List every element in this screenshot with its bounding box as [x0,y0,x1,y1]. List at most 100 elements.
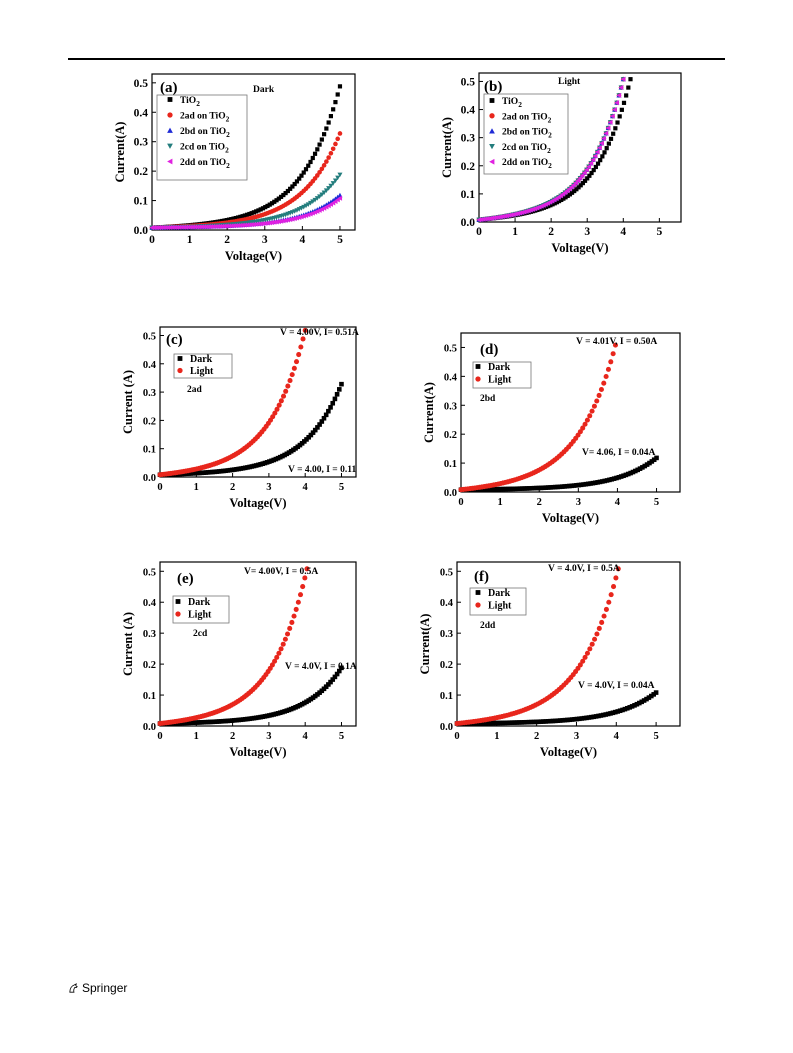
data-point [613,126,618,131]
y-tick-label: 0.4 [143,598,157,609]
data-point [620,76,626,82]
data-point [604,478,610,483]
data-point [285,188,290,194]
data-point [490,720,496,726]
data-point [201,224,207,230]
data-point [278,646,284,652]
y-tick-label: 0.3 [444,401,457,412]
data-point [571,483,577,488]
data-point [615,566,621,572]
data-point [289,216,295,222]
data-point [577,429,583,435]
legend-marker [167,158,173,165]
data-point [599,619,605,625]
data-point [272,658,278,664]
data-point [589,170,594,176]
y-tick-label: 0.5 [440,567,453,578]
data-point [508,486,513,492]
data-point [335,136,341,142]
data-point [290,184,295,189]
data-point [233,215,238,221]
data-point [276,219,281,225]
point-annotation: V = 4.0V, I = 0.5A [548,564,620,574]
data-point [580,181,585,186]
data-point [582,421,588,427]
y-tick-label: 0.2 [134,166,149,178]
data-point [598,158,603,163]
data-point [240,214,245,219]
data-point [611,131,616,136]
data-point [324,126,329,131]
data-point [258,221,263,227]
data-point [262,220,268,226]
data-point [224,223,229,229]
data-point [576,482,582,488]
x-tick-label: 5 [337,234,343,246]
data-point [588,481,593,486]
data-point [548,485,553,490]
y-tick-label: 0.4 [444,372,458,383]
x-tick-label: 4 [620,226,626,238]
data-point [315,147,320,152]
legend-label: Light [488,375,512,386]
data-point [527,486,532,491]
data-point [332,178,338,184]
data-point [172,224,177,230]
data-point [215,223,220,229]
data-point [594,149,600,155]
data-point [291,365,297,371]
data-point [246,222,252,228]
data-point [536,719,541,725]
data-point [567,483,572,489]
data-point [550,202,555,207]
data-point [600,154,605,159]
data-point [602,150,607,155]
data-point [598,713,604,718]
data-point [574,716,580,722]
data-point [226,223,232,229]
y-axis-label: Current(A) [440,117,454,178]
data-point [331,107,336,112]
y-tick-label: 0.1 [461,189,476,201]
data-point [276,402,282,408]
data-point [174,224,180,230]
data-point [176,224,182,230]
x-tick-label: 4 [303,482,309,493]
y-tick-label: 0.5 [143,331,156,342]
header-rule [68,58,725,60]
data-point [487,215,492,221]
data-point [317,142,322,147]
x-tick-label: 5 [654,497,659,508]
y-tick-label: 0.1 [440,691,453,702]
data-point [598,386,604,393]
legend-label: TiO2 [502,97,522,109]
data-point [517,210,523,216]
y-tick-label: 0.0 [444,488,457,499]
data-point [514,720,520,725]
data-point [614,475,619,481]
data-point [578,482,584,488]
data-point [264,220,270,226]
data-point [330,146,336,152]
data-point [590,480,596,486]
legend-marker [489,113,495,119]
legend-marker [167,97,173,102]
data-point [274,219,279,225]
panel-label: (a) [160,80,178,96]
data-point [482,487,487,492]
legend-marker [175,611,181,617]
data-point [557,484,563,490]
data-point [297,592,304,598]
y-tick-label: 0.2 [440,660,453,671]
data-point [496,486,501,492]
data-point [594,631,600,637]
data-point [326,155,331,160]
data-point [294,179,300,184]
data-point [281,192,286,198]
publisher-name: Springer [82,981,128,995]
data-point [571,182,576,188]
data-point [336,387,342,392]
legend-label: 2ad on TiO2 [502,112,552,124]
data-point [550,718,556,724]
data-point [493,720,498,726]
